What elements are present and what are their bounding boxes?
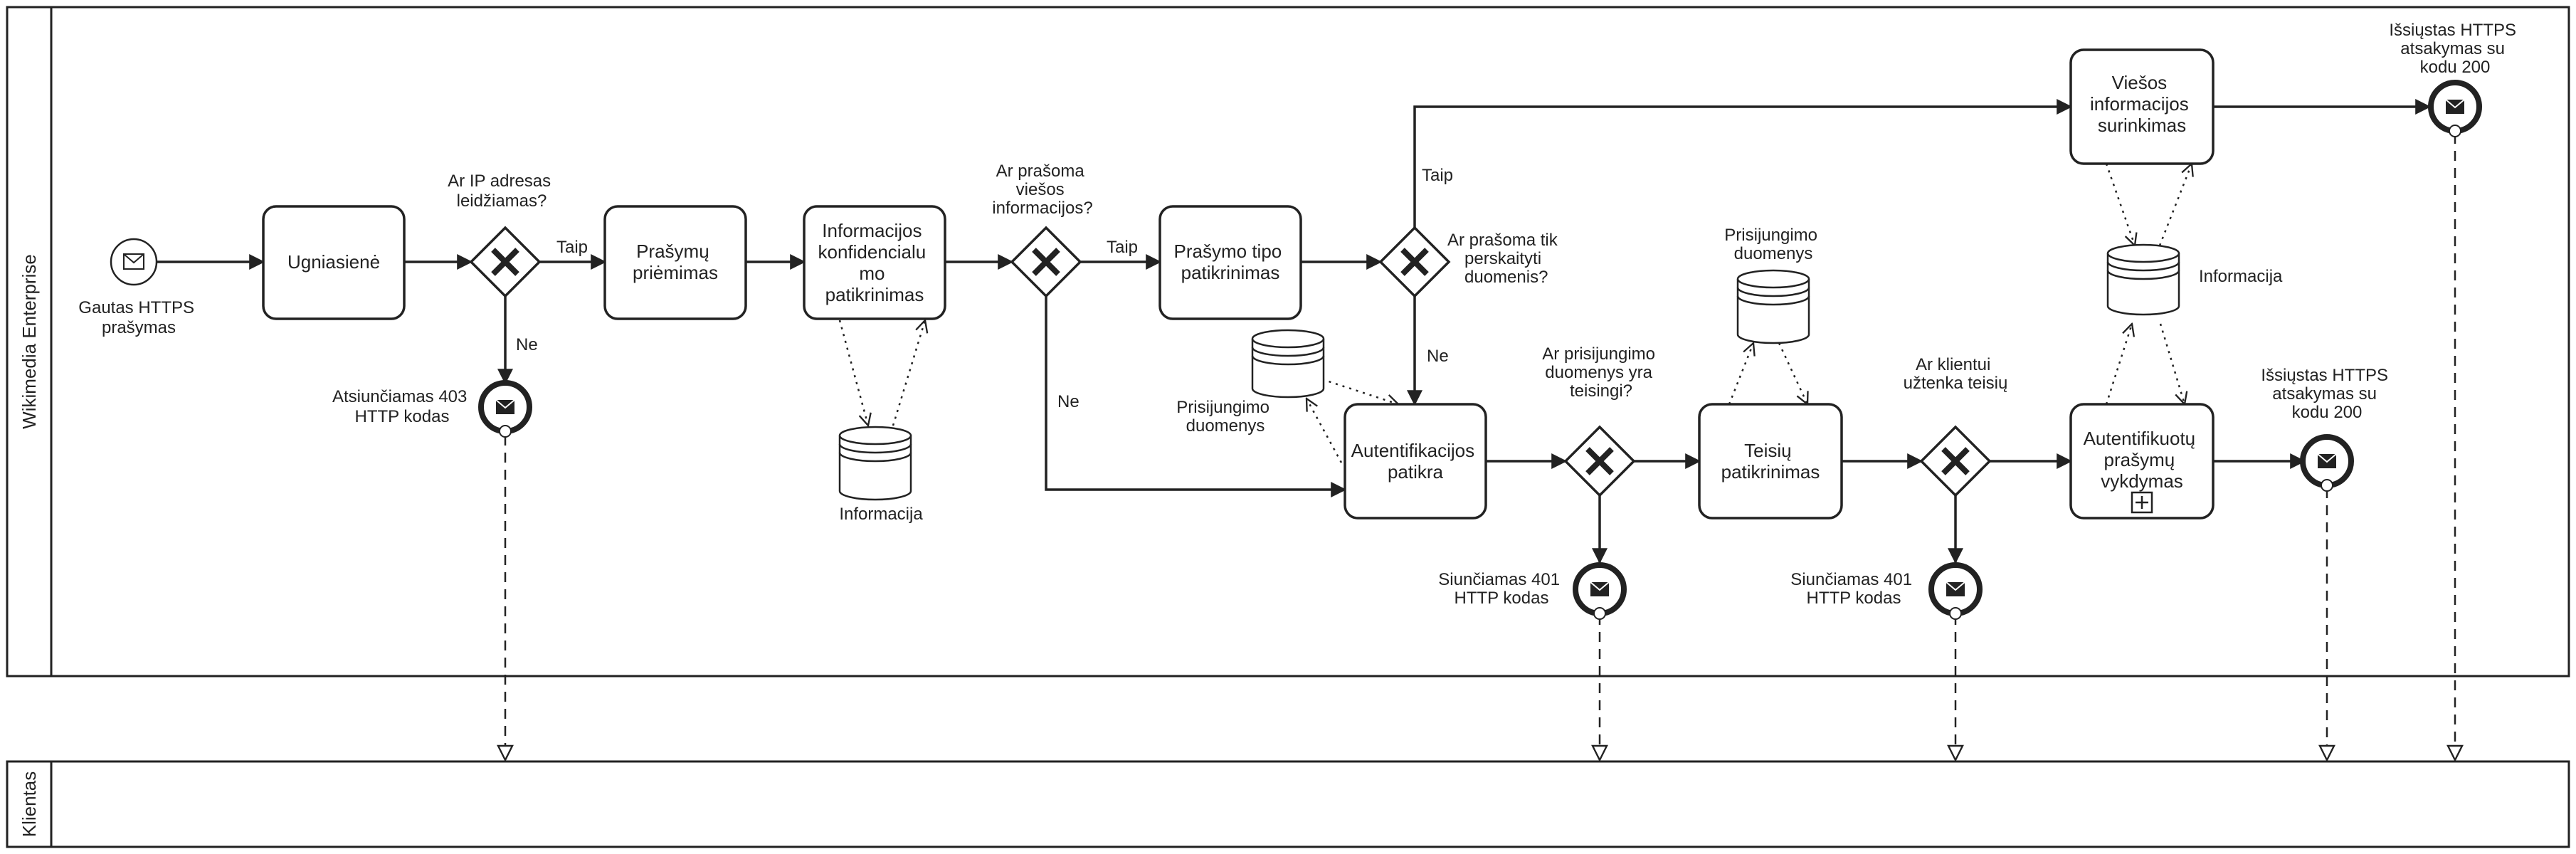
gateway-readonly-label: Ar prašoma tik perskaityti duomenis? (1447, 231, 1562, 287)
sequence-flows (157, 99, 2432, 564)
svg-text:Teisių patikrinimas: Teisių patikrinimas (1721, 440, 1820, 483)
flow-label-yes: Taip (1422, 166, 1453, 185)
gateway-enough-rights-label: Ar klientui užtenka teisių (1904, 355, 2008, 393)
envelope-icon (123, 253, 144, 270)
svg-text:Autentifikuotų prašymų: Autentifikuotų prašymų vykdymas (2084, 428, 2201, 492)
task-reception-line: Prašymų (636, 241, 709, 262)
flow-gw-public-auth (1045, 296, 1347, 497)
task-auth-exec-line: Autentifikuotų (2084, 428, 2196, 449)
data-store-info-2 (2106, 243, 2180, 316)
data-store-login-2-label: Prisijungimo duomenys (1724, 226, 1822, 263)
message-flows (505, 134, 2455, 760)
task-rights-check: Teisių patikrinimas (1698, 403, 1843, 520)
envelope-icon (495, 399, 515, 414)
envelope-icon (2445, 99, 2465, 114)
task-public-info-line: surinkimas (2098, 115, 2186, 136)
data-store-info-1 (838, 426, 912, 501)
task-auth-exec-line: vykdymas (2101, 470, 2183, 492)
task-confidential-line: mo (859, 263, 885, 284)
task-confidential-line: Informacijos (822, 220, 922, 241)
end-event-200a (2428, 80, 2482, 137)
flow-label-yes: Taip (556, 238, 588, 257)
task-rights-line: Teisių (1744, 440, 1791, 461)
task-auth-line: Autentifikacijos (1351, 440, 1474, 461)
svg-text:Viešos informacijos: Viešos informacijos surinkimas (2090, 72, 2194, 136)
end-event-200b-label: Išsiųstas HTTPS atsakymas su kodu 200 (2261, 366, 2392, 422)
exclusive-x-icon (1032, 248, 1060, 276)
task-rights-line: patikrinimas (1721, 461, 1820, 483)
task-public-info-line: Viešos (2112, 72, 2168, 93)
task-request-type-check: Prašymo tipo patikrinimas (1158, 205, 1302, 320)
flow-label-no: Ne (516, 335, 538, 354)
pool-client-label: Klientas (19, 771, 40, 838)
envelope-icon (1590, 581, 1610, 596)
task-confidential-line: konfidencialu (818, 241, 926, 263)
subprocess-auth-exec: Autentifikuotų prašymų vykdymas (2069, 403, 2215, 520)
end-event-403-label: Atsiunčiamas 403 HTTP kodas (332, 387, 472, 426)
task-reception-line: priėmimas (633, 262, 718, 283)
exclusive-x-icon (1585, 447, 1614, 475)
svg-text:Autentifikacijos patikra: Autentifikacijos patikra (1351, 440, 1480, 483)
end-event-401a (1573, 562, 1627, 620)
gateway-read-only (1378, 226, 1451, 298)
gateway-credentials-label: Ar prisijungimo duomenys yra teisingi? (1542, 344, 1659, 401)
exclusive-x-icon (1941, 447, 1970, 475)
pool-enterprise-label: Wikimedia Enterprise (19, 254, 40, 429)
data-associations (838, 164, 2192, 463)
task-reception: Prašymų priėmimas (603, 205, 747, 320)
flow-label-no: Ne (1427, 347, 1449, 366)
flow-gw-readonly-public-info (1413, 99, 2073, 228)
pool-client: Klientas (6, 760, 2570, 848)
svg-text:Prašymų priėmimas: Prašymų priėmimas (633, 241, 718, 283)
gateway-public-label: Ar prašoma viešos informacijos? (992, 162, 1092, 218)
flow-label-yes: Taip (1107, 238, 1138, 257)
flow-label-no: Ne (1057, 392, 1080, 411)
envelope-icon (1946, 581, 1965, 596)
end-event-200b (2300, 434, 2354, 492)
task-public-info-line: informacijos (2090, 93, 2189, 115)
gateway-public-info (1010, 226, 1082, 298)
task-auth-exec-line: prašymų (2104, 449, 2175, 470)
gateway-enough-rights (1919, 425, 1992, 497)
subprocess-marker-icon (2131, 491, 2153, 514)
data-store-login-1-label: Prisijungimo duomenys (1176, 398, 1274, 436)
labels: Gautas HTTPS prašymas Ar IP adresas leid… (78, 21, 2520, 608)
data-store-login-1 (1251, 329, 1325, 399)
task-authentication: Autentifikacijos patikra (1344, 403, 1487, 520)
data-store-info-2-label: Informacija (2199, 267, 2283, 286)
start-event (110, 238, 158, 286)
gateway-credentials (1563, 425, 1636, 497)
end-event-200a-label: Išsiųstas HTTPS atsakymas su kodu 200 (2389, 21, 2520, 77)
task-firewall: Ugniasienė (262, 205, 406, 320)
data-store-login-2 (1736, 269, 1810, 344)
end-event-401b (1928, 562, 1983, 620)
svg-text:Ugniasienė: Ugniasienė (287, 251, 380, 273)
gateway-ip-label: Ar IP adresas leidžiamas? (448, 172, 556, 211)
start-event-label: Gautas HTTPS prašymas (78, 298, 199, 337)
exclusive-x-icon (491, 248, 519, 276)
task-auth-line: patikra (1388, 461, 1444, 483)
task-confidential-check: Informacijos konfidencialu mo patikrinim… (803, 205, 946, 320)
end-event-403 (478, 380, 532, 438)
exclusive-x-icon (1400, 248, 1429, 276)
svg-text:Prašymo tipo patikrinima: Prašymo tipo patikrinimas (1174, 241, 1287, 283)
envelope-icon (2317, 453, 2337, 468)
task-request-type-line: patikrinimas (1181, 262, 1280, 283)
end-event-401b-label: Siunčiamas 401 HTTP kodas (1790, 570, 1916, 608)
data-store-info-1-label: Informacija (839, 505, 923, 524)
end-event-401a-label: Siunčiamas 401 HTTP kodas (1438, 570, 1564, 608)
svg-text:Informacijos konfidencia: Informacijos konfidencialu mo patikrinim… (818, 220, 931, 305)
task-request-type-line: Prašymo tipo (1174, 241, 1282, 262)
task-firewall-line: Ugniasienė (287, 251, 380, 273)
task-confidential-line: patikrinimas (825, 284, 924, 305)
task-public-info-collection: Viešos informacijos surinkimas (2069, 48, 2215, 165)
gateway-ip-allowed (469, 226, 542, 298)
